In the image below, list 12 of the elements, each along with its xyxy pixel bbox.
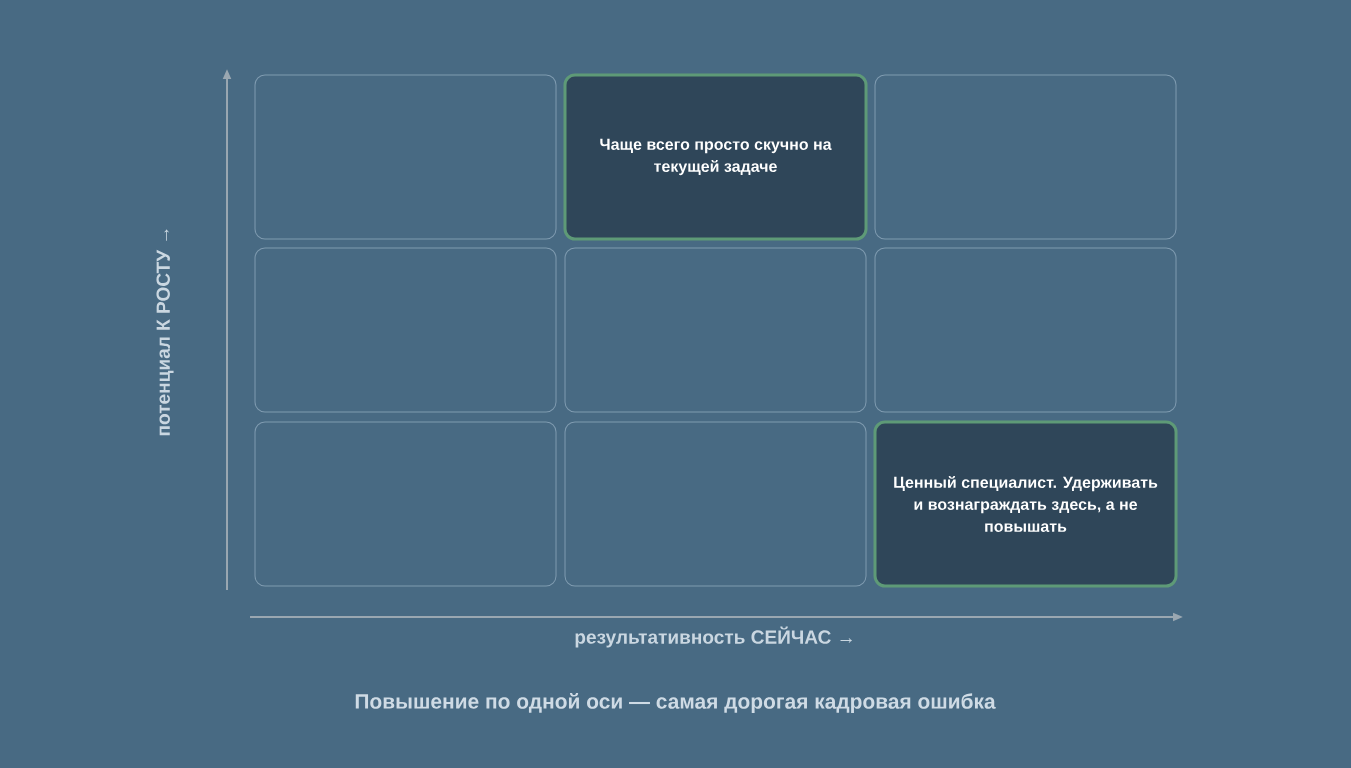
axis-label: результативность СЕЙЧАС →	[575, 626, 852, 648]
grid-box	[254, 74, 557, 240]
grid-box	[564, 421, 867, 587]
caption: Повышение по одной оси — самая дорогая кадровая ошибка	[355, 693, 996, 713]
axis-label: потенциал К РОСТУ →	[156, 229, 174, 436]
grid-box	[564, 247, 867, 413]
grid-box	[874, 247, 1177, 413]
grid-box	[874, 74, 1177, 240]
grid-box	[254, 421, 557, 587]
highlighted-box: Чаще всего просто скучно на текущей задаче	[563, 73, 868, 241]
grid-box	[254, 247, 557, 413]
highlighted-box: Ценный специалист. Удерживать и вознаграждать здесь, а не повышать	[873, 420, 1178, 588]
